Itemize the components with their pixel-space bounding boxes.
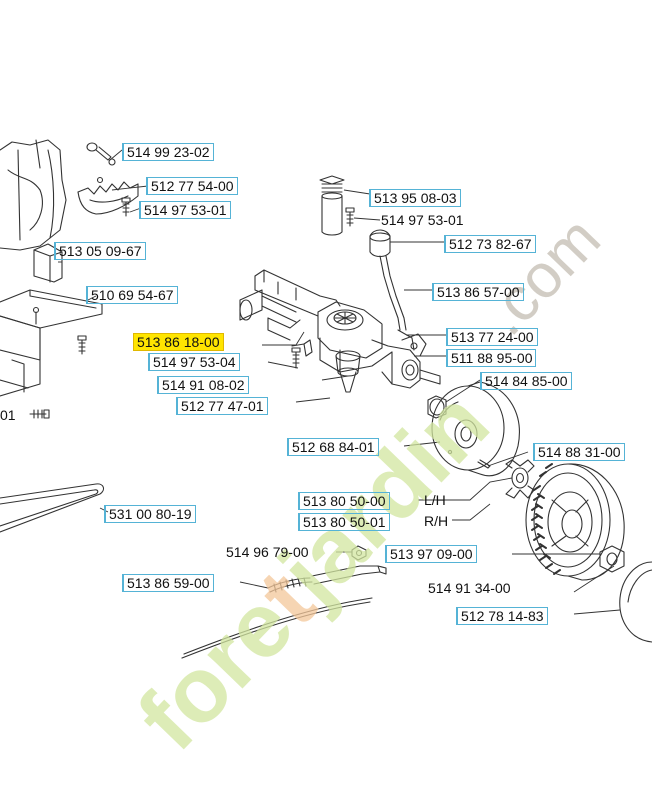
v-belt-531-00-80-19 [0, 483, 105, 533]
part-label: 513 97 09-00 [385, 545, 477, 563]
bushing-514-84-85-00 [427, 395, 447, 419]
part-label: 514 97 53-01 [381, 212, 464, 228]
plate-510-69-54-67 [0, 289, 103, 397]
gearbox-assembly [239, 269, 441, 393]
part-label-highlighted: 513 86 18-00 [133, 333, 224, 351]
part-label: 531 00 80-19 [104, 505, 196, 523]
screw-514-97-53-01-b [345, 207, 355, 227]
part-label: 512 73 82-67 [444, 235, 536, 253]
spring-513-95-08-03 [319, 175, 345, 236]
housing-fragment [0, 139, 67, 251]
cap-513-05-09-67 [33, 243, 63, 283]
pin-514-88-31-00 [477, 459, 491, 469]
part-label: 510 69 54-67 [86, 286, 178, 304]
drive-disc-512-68-84-01 [431, 381, 520, 477]
hub-nut-513-97-09-00 [599, 545, 625, 573]
leader-lines [58, 149, 621, 615]
part-label: 513 80 50-00 [298, 492, 390, 510]
screw-514-97-53-04 [291, 347, 301, 369]
part-label: 514 96 79-00 [226, 544, 309, 560]
wheel-tread [531, 463, 561, 575]
screw-514-97-53-01-a [121, 197, 131, 217]
wheel-gear [505, 459, 535, 499]
part-label: 513 77 24-00 [446, 328, 538, 346]
part-label: 513 86 59-00 [122, 574, 214, 592]
part-label: 512 77 47-01 [176, 397, 268, 415]
part-label: 514 88 31-00 [533, 443, 625, 461]
part-label: 512 78 14-83 [456, 607, 548, 625]
part-label: 512 77 54-00 [146, 177, 238, 195]
bolt-514-99-23-02 [86, 142, 116, 166]
wheel-assembly [525, 463, 625, 581]
part-label: 01 [0, 407, 16, 423]
hubcap-512-78-14-83 [619, 561, 652, 643]
part-label: 514 97 53-01 [139, 201, 231, 219]
knob-512-73-82-67 [369, 229, 391, 258]
part-label: 512 68 84-01 [287, 438, 379, 456]
washer-514-96-79-00 [351, 545, 367, 561]
part-label: 514 97 53-04 [148, 353, 240, 371]
part-label: 514 91 34-00 [428, 580, 511, 596]
part-label: 514 91 08-02 [157, 376, 249, 394]
right-hand-suffix: R/H [424, 513, 449, 529]
serrated-bracket-512-77-54-00 [77, 176, 139, 215]
lever-513-86-57-00 [379, 255, 415, 351]
bolt-left-edge [29, 409, 50, 419]
part-label: 513 80 50-01 [298, 513, 390, 531]
part-label: 513 95 08-03 [369, 189, 461, 207]
left-hand-suffix: L/H [424, 492, 446, 508]
part-label: 514 99 23-02 [122, 143, 214, 161]
screw-plate [77, 335, 87, 355]
part-label: 514 84 85-00 [480, 372, 572, 390]
part-label: 513 86 57-00 [432, 283, 524, 301]
part-label: 511 88 95-00 [446, 349, 537, 367]
part-label: 513 05 09-67 [54, 242, 146, 260]
cable-513-86-59-00 [181, 565, 387, 659]
